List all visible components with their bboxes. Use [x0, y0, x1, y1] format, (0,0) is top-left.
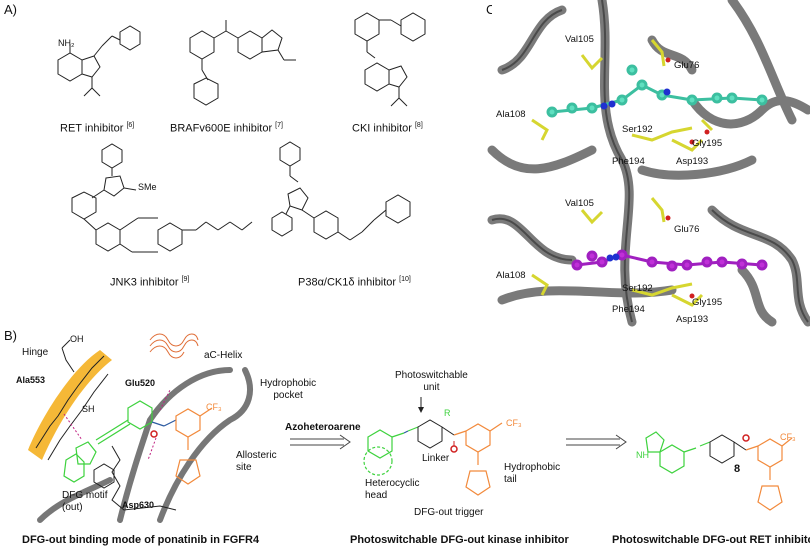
res-top-phe194: Phe194: [612, 156, 645, 167]
label-ac-helix: aC-Helix: [204, 350, 243, 361]
label-ala553: Ala553: [16, 375, 46, 385]
caption-general-inhibitor: Photoswitchable DFG-out kinase inhibitor: [350, 534, 569, 546]
ret-inhibitor-structure: [57, 25, 141, 97]
protein-structure-render: [487, 0, 810, 327]
label-cf3-ponatinib: CF₃: [206, 402, 222, 412]
label-asp630: Asp630: [122, 500, 155, 510]
res-bottom-ser192: Ser192: [622, 283, 653, 294]
res-bottom-gly195: Gly195: [692, 297, 723, 308]
braf-inhibitor-caption: BRAFv600E inhibitor [7]: [170, 122, 283, 135]
label-oh: OH: [70, 334, 84, 344]
res-top-gly195: Gly195: [692, 138, 723, 149]
res-bottom-glu76: Glu76: [674, 224, 700, 235]
label-dfg-out-trigger: DFG-out trigger: [414, 507, 484, 518]
ret-inhibitor-caption: RET inhibitor [6]: [60, 122, 135, 135]
res-top-asp193: Asp193: [676, 156, 709, 167]
label-sh: SH: [82, 404, 95, 414]
res-bottom-asp193: Asp193: [676, 314, 709, 325]
general-inhibitor-structure: [363, 419, 503, 496]
jnk3-sme-label: SMe: [138, 182, 157, 192]
jnk3-inhibitor-structure: [71, 143, 253, 253]
res-top-ser192: Ser192: [622, 124, 653, 135]
arrow-right-icon: [290, 434, 351, 450]
arrow-down-icon: [418, 397, 424, 413]
label-compound-8: 8: [734, 463, 741, 475]
label-linker: Linker: [422, 453, 450, 464]
label-allosteric-site: Allosteric site: [236, 450, 277, 473]
caption-binding-mode: DFG-out binding mode of ponatinib in FGF…: [22, 534, 260, 546]
label-hinge: Hinge: [22, 347, 49, 358]
p38-inhibitor-structure: [271, 141, 411, 241]
label-heterocyclic-head: Heterocyclic head: [365, 478, 420, 501]
label-nh-compound8: NH: [636, 450, 649, 460]
label-r-group: R: [444, 408, 451, 418]
res-top-ala108: Ala108: [496, 109, 526, 120]
p38-inhibitor-caption: P38α/CK1δ inhibitor [10]: [298, 276, 411, 289]
cki-inhibitor-structure: [354, 12, 426, 107]
braf-inhibitor-structure: [189, 20, 296, 106]
panel-a-letter: A): [4, 2, 17, 17]
label-cf3-compound8: CF₃: [780, 432, 796, 442]
res-bottom-val105: Val105: [565, 198, 594, 209]
res-bottom-phe194: Phe194: [612, 304, 645, 315]
ret-nh2-label: NH₂: [58, 38, 75, 48]
binding-mode-diagram: [28, 333, 253, 523]
caption-ret-inhibitor: Photoswitchable DFG-out RET inhibitor: [612, 534, 810, 546]
res-top-val105: Val105: [565, 34, 594, 45]
label-azoheteroarene: Azoheteroarene: [285, 422, 361, 433]
label-glu520: Glu520: [125, 378, 156, 388]
label-hydrophobic-tail: Hydrophobic tail: [504, 462, 561, 485]
jnk3-inhibitor-caption: JNK3 inhibitor [9]: [110, 276, 190, 289]
arrow-right-icon-2: [566, 434, 627, 450]
cki-inhibitor-caption: CKI inhibitor [8]: [352, 122, 423, 135]
res-top-glu76: Glu76: [674, 60, 700, 71]
label-photoswitchable-unit: Photoswitchable unit: [395, 370, 468, 393]
res-bottom-ala108: Ala108: [496, 270, 526, 281]
label-hydrophobic-pocket: Hydrophobic pocket: [260, 378, 317, 401]
label-dfg-motif: DFG motif (out): [62, 490, 108, 513]
panel-b-letter: B): [4, 328, 17, 343]
label-cf3-general: CF₃: [506, 418, 522, 428]
compound-8-structure: [645, 431, 793, 511]
